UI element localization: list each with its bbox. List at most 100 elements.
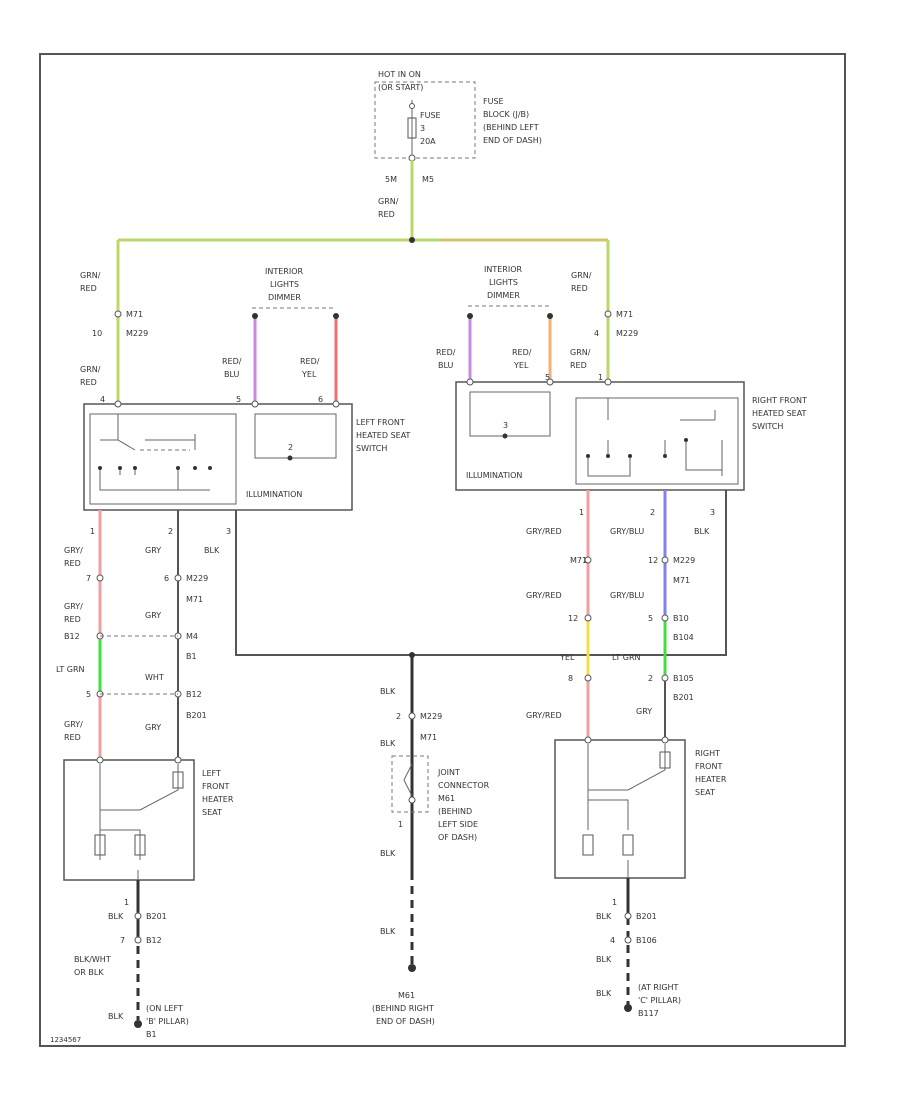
left-w1d-1: GRY/ <box>64 720 83 729</box>
right-heater-term-1 <box>584 736 592 744</box>
right-feed-label-1: GRN/ <box>571 271 592 280</box>
right-gnd-2: 'C' PILLAR) <box>638 996 681 1005</box>
left-conn-pin: 10 <box>92 329 102 338</box>
right-gry-conn-num: 12 <box>648 556 658 565</box>
jc-num: 1 <box>398 820 403 829</box>
right-gry-b105: B105 <box>673 674 694 683</box>
right-lights-1: INTERIOR <box>484 265 523 274</box>
left-sw-term-feed <box>114 400 122 408</box>
right-heater-body <box>554 739 686 879</box>
jc-2: CONNECTOR <box>438 781 490 790</box>
fuse-block-name-2: BLOCK (J/B) <box>483 110 529 119</box>
left-heater-w2-2: OR BLK <box>74 968 104 977</box>
ground-w: BLK <box>380 687 396 696</box>
left-w1b-1: GRY/ <box>64 602 83 611</box>
fuse-block-name-3: (BEHIND LEFT <box>483 123 539 132</box>
right-gry-conn-m71-label: M71 <box>673 576 690 585</box>
left-front-heater-seat: LEFT FRONT HEATER SEAT <box>63 756 234 890</box>
joint-connector-symbol <box>403 763 413 797</box>
right-conn-m71 <box>584 556 592 564</box>
left-heater-w2-1: BLK/WHT <box>74 955 111 964</box>
jc-3: M61 <box>438 794 455 803</box>
right-heater-element-1 <box>582 834 594 856</box>
left-heater-name-3: HEATER <box>202 795 234 804</box>
gnd-2: (BEHIND RIGHT <box>372 1004 434 1013</box>
right-ground-point <box>624 1004 632 1012</box>
right-w1c: YEL <box>559 653 575 662</box>
right-gry-conn-b10 <box>661 614 669 622</box>
right-front-heater-seat: RIGHT FRONT HEATER SEAT <box>554 736 727 880</box>
right-gry-conn-num3: 2 <box>648 674 653 683</box>
left-gry-b12: B12 <box>186 690 202 699</box>
right-illum-inner <box>469 391 551 437</box>
right-heater-name-4: SEAT <box>695 788 715 797</box>
fuse-block-name-1: FUSE <box>483 97 504 106</box>
right-red-blu-2: BLU <box>438 361 454 370</box>
fuse-amp: 20A <box>420 137 436 146</box>
ground-w-4: BLK <box>380 927 396 936</box>
left-conn-7 <box>96 574 104 582</box>
left-sw-wire-1: GRN/ <box>80 365 101 374</box>
ground-w-2: BLK <box>380 739 396 748</box>
left-feed-label-1: GRN/ <box>80 271 101 280</box>
left-red-blu-2: BLU <box>224 370 240 379</box>
right-heater-name-2: FRONT <box>695 762 722 771</box>
right-out-pin2: 2 <box>650 508 655 517</box>
right-conn-m71 <box>604 310 612 318</box>
left-red-yel-1: RED/ <box>300 357 320 366</box>
fuse-symbol <box>407 117 417 139</box>
right-sw-term-a <box>466 378 474 386</box>
ground-conn-m229-label: M229 <box>420 712 442 721</box>
jc-6: OF DASH) <box>438 833 477 842</box>
right-switch-name-1: RIGHT FRONT <box>752 396 807 405</box>
left-heater-w: BLK <box>108 912 124 921</box>
left-heater-thermostat <box>172 771 184 789</box>
joint-connector-outline <box>391 755 429 813</box>
left-gnd-2: 'B' PILLAR) <box>146 1017 189 1026</box>
fuse-no: 3 <box>420 124 425 133</box>
right-conn-m71-label: M71 <box>616 310 633 319</box>
left-contact-5 <box>193 466 197 470</box>
right-heater-w2: BLK <box>596 955 612 964</box>
right-lights-pin-a <box>467 313 473 319</box>
left-lights-pin-b <box>333 313 339 319</box>
right-sw-term-b <box>546 378 554 386</box>
left-gry-conn-num: 6 <box>164 574 169 583</box>
left-front-heated-seat-switch: 4 5 6 2 ILLUMINATION LEFT FRONT HEATED S… <box>83 395 411 511</box>
ground-bus-splice <box>409 652 415 658</box>
right-gnd-3: B117 <box>638 1009 659 1018</box>
right-pin-1: 1 <box>598 373 603 382</box>
left-lights-2: LIGHTS <box>270 280 299 289</box>
right-conn-pin: 4 <box>594 329 599 338</box>
left-contact-4 <box>176 466 180 470</box>
left-w1-2: RED <box>64 559 81 568</box>
left-w2c: WHT <box>145 673 164 682</box>
right-pin-5: 5 <box>545 373 550 382</box>
right-red-blu-1: RED/ <box>436 348 456 357</box>
jc-4: (BEHIND <box>438 807 472 816</box>
left-sw-wire-2: RED <box>80 378 97 387</box>
left-pin-5: 5 <box>236 395 241 404</box>
left-conn-b12-label: B12 <box>64 632 80 641</box>
left-illumination: ILLUMINATION <box>246 490 302 499</box>
right-out-pin1: 1 <box>579 508 584 517</box>
right-contact-1 <box>586 454 590 458</box>
right-gry-b104: B104 <box>673 633 694 642</box>
left-gry-conn-m229-label: M229 <box>186 574 208 583</box>
left-heater-element-1 <box>94 834 106 856</box>
right-gry-conn-num2: 5 <box>648 614 653 623</box>
left-conn-7-label: 7 <box>86 574 91 583</box>
left-illum-bulb <box>287 455 293 461</box>
left-sw-term-b <box>332 400 340 408</box>
left-w1-1: GRY/ <box>64 546 83 555</box>
right-gry-conn-m229 <box>661 556 669 564</box>
fuse-block-name-4: END OF DASH) <box>483 136 542 145</box>
left-heater-term-1 <box>96 756 104 764</box>
right-switch-body <box>455 381 745 491</box>
right-inner-label: 3 <box>503 421 508 430</box>
right-w2: GRY/BLU <box>610 527 644 536</box>
feed-wire-label-2: RED <box>378 210 395 219</box>
left-heater-body <box>63 759 195 881</box>
pin-m5: M5 <box>422 175 434 184</box>
right-sw-term-feed <box>604 378 612 386</box>
